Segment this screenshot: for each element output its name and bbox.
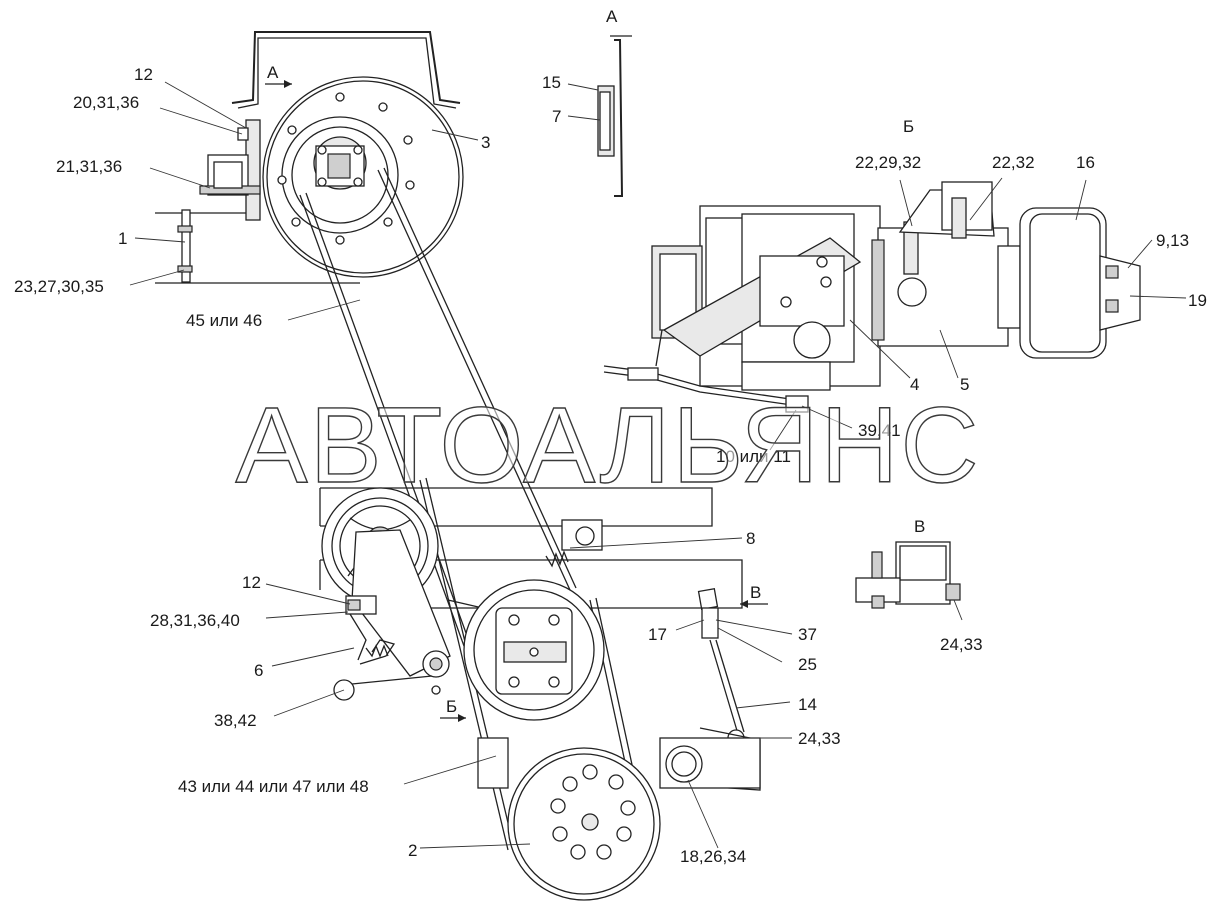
view-label-b-top: Б <box>903 117 914 136</box>
pulley-16 <box>1019 207 1141 359</box>
callout-18-26-34: 18,26,34 <box>680 847 746 866</box>
callout-25: 25 <box>798 655 817 674</box>
control-cable <box>603 329 809 413</box>
callout-24-33-low: 24,33 <box>798 729 841 748</box>
frame-beam-left <box>155 209 360 284</box>
view-a-section <box>597 35 632 197</box>
crank-pulley-2 <box>477 737 761 901</box>
callout-6: 6 <box>254 661 263 680</box>
callout-37: 37 <box>798 625 817 644</box>
callout-38-42: 38,42 <box>214 711 257 730</box>
view-label-a-top: А <box>606 7 618 26</box>
callout-24-33-view-v: 24,33 <box>940 635 983 654</box>
callout-20-31-36: 20,31,36 <box>73 93 139 112</box>
callout-8: 8 <box>746 529 755 548</box>
idler-pulley-center <box>463 579 605 721</box>
tensioner-arm-6 <box>333 529 451 701</box>
callout-43-44-47-48: 43 или 44 или 47 или 48 <box>178 777 369 796</box>
callout-12-top: 12 <box>134 65 153 84</box>
callout-5: 5 <box>960 375 969 394</box>
view-arrow-a <box>265 80 292 88</box>
view-label-a-arrow: А <box>267 63 279 82</box>
callout-23-27-30-35: 23,27,30,35 <box>14 277 104 296</box>
mount-bracket-12 <box>199 119 261 221</box>
callout-15: 15 <box>542 73 561 92</box>
watermark-text: АВТОАЛЬЯНС <box>236 384 981 505</box>
view-label-b-arrow: Б <box>446 697 457 716</box>
callout-9-13: 9,13 <box>1156 231 1189 250</box>
view-arrow-v <box>740 600 768 608</box>
adjust-rod-14 <box>697 587 761 791</box>
callout-1: 1 <box>118 229 127 248</box>
callout-21-31-36: 21,31,36 <box>56 157 122 176</box>
callout-3: 3 <box>481 133 490 152</box>
callout-17: 17 <box>648 625 667 644</box>
pump-assembly-4-5 <box>651 181 1021 391</box>
callout-4: 4 <box>910 375 919 394</box>
leader-lines <box>129 81 1187 849</box>
callout-45-46: 45 или 46 <box>186 311 262 330</box>
fan-pulley-3 <box>262 76 464 278</box>
view-v-detail <box>855 541 961 609</box>
callout-19: 19 <box>1188 291 1207 310</box>
callout-10-11: 10 или 11 <box>716 447 791 466</box>
callout-39-41: 39,41 <box>858 421 901 440</box>
callout-22-29-32: 22,29,32 <box>855 153 921 172</box>
callout-22-32: 22,32 <box>992 153 1035 172</box>
view-label-v-top: В <box>914 517 925 536</box>
tension-spring <box>365 550 569 658</box>
top-bracket <box>231 31 461 109</box>
callout-12-mid: 12 <box>242 573 261 592</box>
callout-2: 2 <box>408 841 417 860</box>
callout-28-31-36-40: 28,31,36,40 <box>150 611 240 630</box>
view-arrow-b <box>440 714 466 722</box>
callout-7: 7 <box>552 107 561 126</box>
callout-14: 14 <box>798 695 817 714</box>
callout-16: 16 <box>1076 153 1095 172</box>
view-label-v-arrow: В <box>750 583 761 602</box>
